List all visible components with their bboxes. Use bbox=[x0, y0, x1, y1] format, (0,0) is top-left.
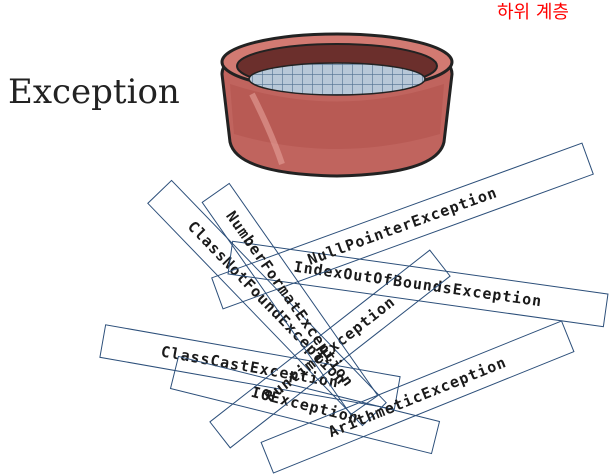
exception-title: Exception bbox=[8, 72, 180, 112]
header-text: 하위 계층 bbox=[497, 2, 569, 23]
sieve-icon bbox=[220, 32, 454, 178]
